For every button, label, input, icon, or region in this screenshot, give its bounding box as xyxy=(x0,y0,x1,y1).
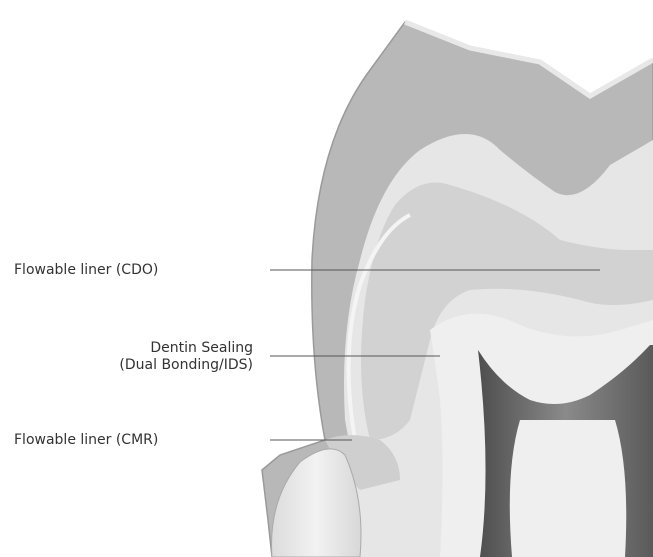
label-dentin-sealing-line2: (Dual Bonding/IDS) xyxy=(119,357,253,374)
label-dentin-sealing: Dentin Sealing (Dual Bonding/IDS) xyxy=(119,340,253,374)
label-flowable-liner-cdo: Flowable liner (CDO) xyxy=(14,262,158,279)
label-dentin-sealing-line1: Dentin Sealing xyxy=(119,340,253,357)
label-flowable-liner-cmr: Flowable liner (CMR) xyxy=(14,432,158,449)
